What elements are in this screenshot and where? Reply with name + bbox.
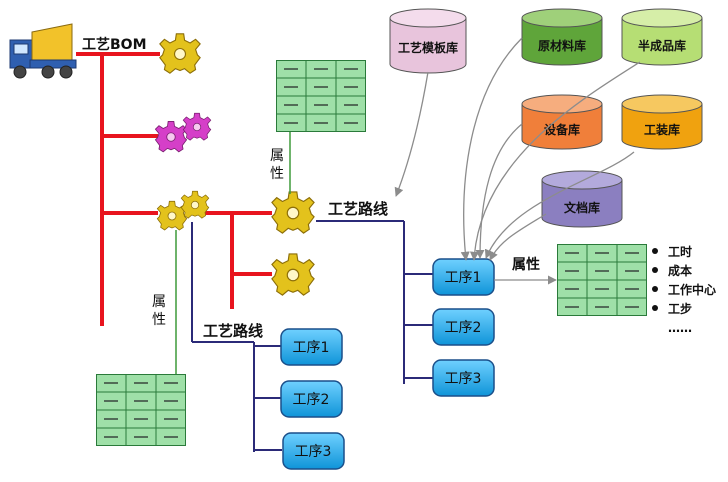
process-main-2: 工序2 xyxy=(432,308,495,346)
svg-text:工序2: 工序2 xyxy=(445,320,482,336)
svg-text:工艺模板库: 工艺模板库 xyxy=(398,40,458,55)
attribute-item: 成本 xyxy=(668,263,692,278)
attribute-item-more: …… xyxy=(668,321,692,335)
attribute-connectors xyxy=(175,132,291,374)
gears-pink-icon xyxy=(182,112,212,141)
process-main-1: 工序1 xyxy=(432,258,495,296)
database-semi-finished: 半成品库 xyxy=(621,8,703,66)
svg-text:工序3: 工序3 xyxy=(445,371,482,387)
svg-text:原材料库: 原材料库 xyxy=(538,38,586,53)
truck-icon xyxy=(9,23,77,79)
process-sub-2: 工序2 xyxy=(280,380,343,418)
database-tooling: 工装库 xyxy=(621,94,703,150)
route-connectors xyxy=(191,220,434,452)
svg-text:工序2: 工序2 xyxy=(293,392,330,408)
svg-text:工序3: 工序3 xyxy=(295,444,332,460)
attribute-item: 工时 xyxy=(668,244,692,259)
svg-text:工序1: 工序1 xyxy=(293,340,330,356)
attribute-label-lower-2: 性 xyxy=(152,312,166,328)
database-raw-material: 原材料库 xyxy=(521,8,603,66)
svg-text:工装库: 工装库 xyxy=(644,122,680,137)
attribute-label-upper-1: 属 xyxy=(270,148,284,164)
gear-pair-icon xyxy=(156,190,210,231)
route-label-sub: 工艺路线 xyxy=(203,322,263,340)
gears-pink-icon xyxy=(154,120,188,153)
process-sub-3: 工序3 xyxy=(282,432,345,470)
svg-text:工序1: 工序1 xyxy=(445,270,482,286)
table-icon xyxy=(556,244,648,316)
svg-text:设备库: 设备库 xyxy=(544,122,580,137)
attribute-list: 工时 成本 工作中心 工步 …… xyxy=(652,244,716,335)
process-sub-1: 工序1 xyxy=(280,328,343,366)
process-attribute-label: 属性 xyxy=(512,256,540,273)
bom-label: 工艺BOM xyxy=(82,36,147,53)
attribute-item: 工步 xyxy=(668,301,692,316)
resource-arrows xyxy=(394,37,641,285)
database-document: 文档库 xyxy=(541,170,623,228)
table-icon xyxy=(276,60,366,132)
gear-icon xyxy=(159,33,201,74)
route-label-main: 工艺路线 xyxy=(328,200,388,218)
table-icon xyxy=(95,374,187,446)
attribute-label-lower-1: 属 xyxy=(152,294,166,310)
bom-tree xyxy=(76,52,272,326)
process-main-3: 工序3 xyxy=(432,359,495,397)
attribute-label-upper-2: 性 xyxy=(270,166,284,182)
svg-text:半成品库: 半成品库 xyxy=(638,38,686,53)
attribute-item: 工作中心 xyxy=(668,282,716,297)
database-equipment: 设备库 xyxy=(521,94,603,150)
gear-icon xyxy=(271,191,315,234)
svg-text:文档库: 文档库 xyxy=(564,200,600,215)
database-template: 工艺模板库 xyxy=(389,8,467,74)
gear-icon xyxy=(271,253,315,296)
